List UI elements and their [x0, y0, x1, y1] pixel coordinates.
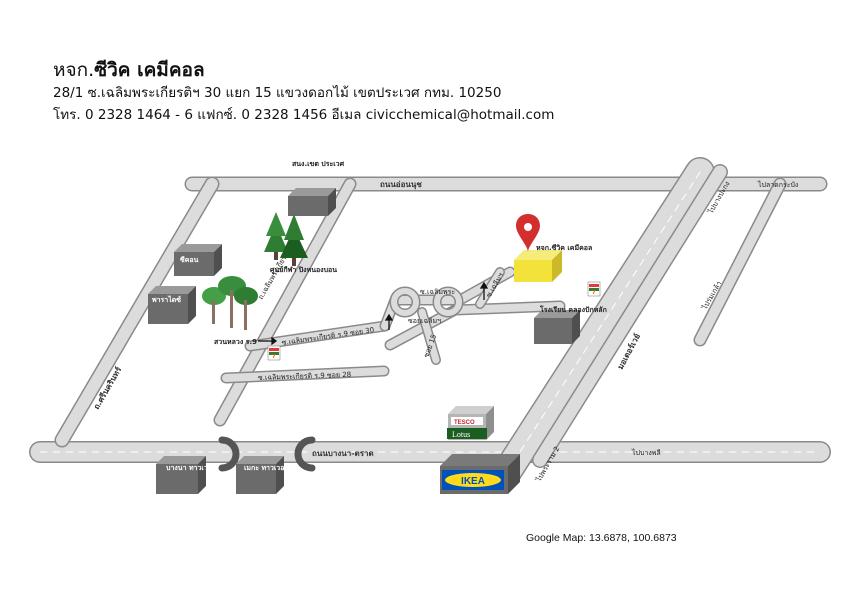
label-bangna-trad: ถนนบางนา-ตราด	[312, 449, 374, 458]
building-tesco-lotus: TESCO Lotus	[447, 406, 494, 440]
building-ikea: IKEA	[440, 454, 520, 494]
building-mega-tower: เมกะ ทาวเวอร์	[236, 456, 288, 494]
road-chaloem-28	[220, 365, 390, 384]
building-district-office: สนง.เขต ประเวศ	[288, 160, 345, 216]
label-ikea: IKEA	[461, 476, 485, 487]
label-paradise: พาราไดซ์	[152, 295, 181, 304]
road-motorway	[490, 157, 728, 490]
road-srinagarindra	[54, 176, 220, 448]
direction-arrows	[258, 281, 489, 346]
company-title: หจก.ซีวิค เคมีคอล	[53, 58, 554, 82]
company-location: หจก.ซีวิค เคมีคอล	[514, 244, 592, 282]
park-trees-icon: สวนหลวง ร.9	[202, 276, 258, 346]
title-prefix: หจก.	[53, 59, 95, 81]
building-paradise: พาราไดซ์	[148, 286, 196, 324]
label-school: โรงเรียน คลองปักหลัก	[539, 305, 607, 314]
building-bangna-tower: บางนา ทาวเวอร์	[156, 456, 216, 494]
google-map-coordinates: Google Map: 13.6878, 100.6873	[526, 532, 677, 544]
u-turns	[218, 436, 316, 472]
building-seacon: ซีคอน	[174, 244, 222, 276]
label-sports-center: ศูนย์กีฬา ปิงหนองบอน	[270, 265, 337, 275]
building-school: โรงเรียน คลองปักหลัก	[534, 305, 607, 344]
label-bangphli: ไปบางพลี	[631, 448, 661, 457]
label-park: สวนหลวง ร.9	[214, 338, 257, 346]
svg-text:7: 7	[272, 354, 276, 360]
seven-eleven-icon: 7	[267, 345, 281, 361]
label-small-1: ซ.เฉลิมพระ	[420, 288, 455, 296]
label-tesco: TESCO	[454, 420, 475, 426]
label-on-nut: ถนนอ่อนนุช	[380, 180, 422, 190]
label-latkrabang: ไปลาดกระบัง	[757, 180, 798, 189]
location-pin-icon	[516, 214, 540, 252]
label-company: หจก.ซีวิค เคมีคอล	[536, 244, 592, 252]
svg-text:7: 7	[592, 290, 596, 296]
company-name: ซีวิค เคมีคอล	[94, 59, 205, 81]
road-right-branch	[693, 177, 787, 347]
company-header: หจก.ซีวิค เคมีคอล 28/1 ซ.เฉลิมพระเกียรติ…	[53, 58, 554, 126]
road-network	[29, 157, 831, 490]
label-bangna-tower: บางนา ทาวเวอร์	[166, 463, 216, 472]
pine-trees-icon: ศูนย์กีฬา ปิงหนองบอน	[264, 212, 337, 275]
roundabouts	[389, 286, 464, 318]
label-lotus: Lotus	[452, 430, 470, 439]
seven-eleven-icon: 7	[587, 281, 601, 297]
label-seacon: ซีคอน	[180, 256, 199, 264]
label-district-office: สนง.เขต ประเวศ	[292, 160, 345, 168]
company-address: 28/1 ซ.เฉลิมพระเกียรติฯ 30 แยก 15 แขวงดอ…	[53, 85, 502, 101]
label-chaloem-28: ซ.เฉลิมพระเกียรติ ร.9 ซอย 28	[258, 371, 352, 382]
company-contact: โทร. 0 2328 1464 - 6 แฟกซ์. 0 2328 1456 …	[53, 107, 555, 123]
label-small-2: ซอยเฉลิมฯ	[408, 317, 441, 325]
label-mega-tower: เมกะ ทาวเวอร์	[244, 463, 288, 472]
